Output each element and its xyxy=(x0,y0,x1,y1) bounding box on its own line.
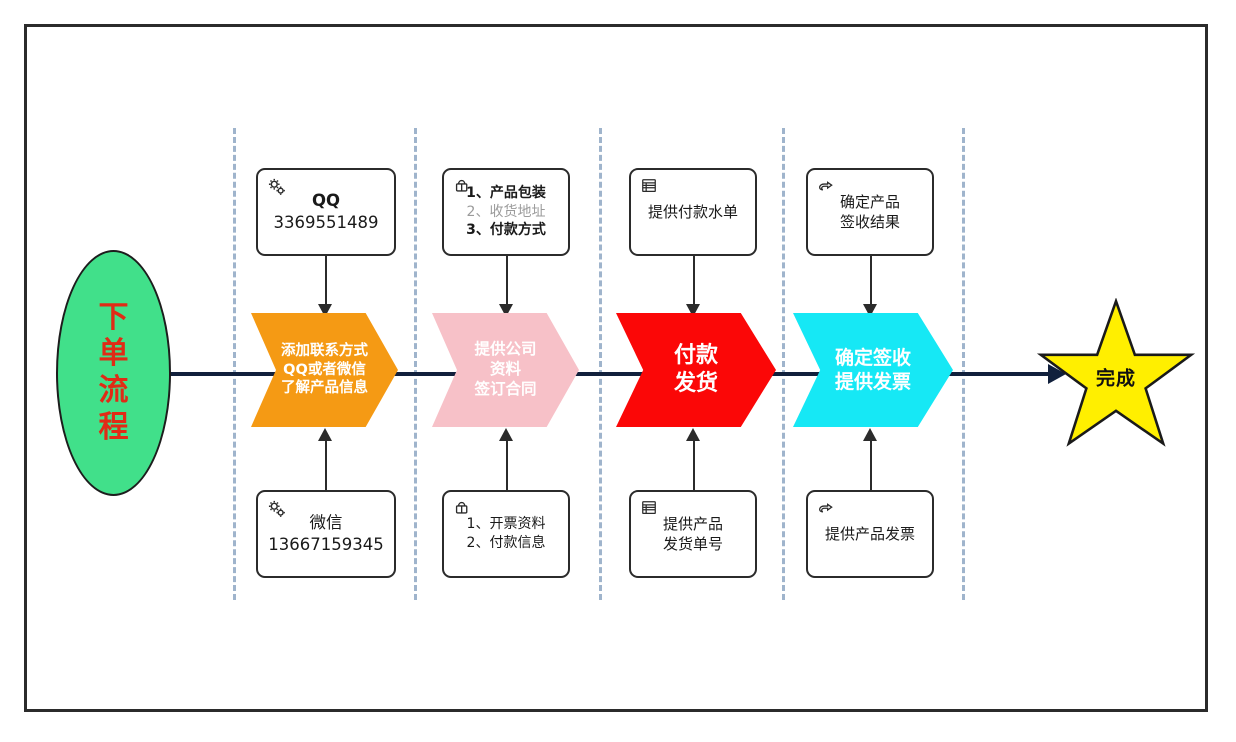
stage-receipt-top-box[interactable]: 确定产品 签收结果 xyxy=(806,168,934,256)
connector-contract-bottom-arrow xyxy=(499,428,513,441)
chevron-line: 付款 xyxy=(673,342,718,368)
chevron-line: 提供发票 xyxy=(834,371,911,393)
connector-contact-bottom-arrow xyxy=(318,428,332,441)
chevron-line: 确定签收 xyxy=(834,346,911,369)
stage-payment-bottom-text: 提供产品 发货单号 xyxy=(631,514,755,555)
text-line: 提供付款水单 xyxy=(647,202,738,221)
stage-receipt-bottom-box[interactable]: 提供产品发票 xyxy=(806,490,934,578)
pointing-hand-icon xyxy=(816,176,838,198)
column-divider-1 xyxy=(233,128,236,600)
connector-contract-top xyxy=(506,256,508,308)
chevron-line: 签订合同 xyxy=(474,379,537,398)
connector-receipt-top xyxy=(870,256,872,308)
connector-payment-bottom xyxy=(693,440,695,490)
chevron-line: QQ或者微信 xyxy=(283,361,366,378)
column-divider-3 xyxy=(599,128,602,600)
text-line: 发货单号 xyxy=(662,535,723,553)
diagram-frame xyxy=(24,24,1208,712)
stage-receipt-top-text: 确定产品 签收结果 xyxy=(808,192,932,233)
star-icon xyxy=(1036,298,1196,447)
stage-payment-top-box[interactable]: 提供付款水单 xyxy=(629,168,757,256)
stage-contract-top-text: 1、产品包装 2、收货地址 3、付款方式 xyxy=(444,184,568,241)
stage-receipt-bottom-text: 提供产品发票 xyxy=(808,524,932,544)
chevron-line: 添加联系方式 xyxy=(281,343,368,360)
chevron-line: 发货 xyxy=(673,371,718,396)
start-label-line-2: 单 xyxy=(98,336,129,372)
text-line: 3369551489 xyxy=(273,213,379,232)
main-flow-line xyxy=(168,372,1058,376)
package-icon xyxy=(452,498,474,520)
stage-contact-top-text: QQ 3369551489 xyxy=(258,190,394,235)
stage-contact-top-box[interactable]: QQ 3369551489 xyxy=(256,168,396,256)
stage-contract-top-box[interactable]: 1、产品包装 2、收货地址 3、付款方式 xyxy=(442,168,570,256)
stage-payment-top-text: 提供付款水单 xyxy=(631,202,755,222)
text-line: 2、付款信息 xyxy=(466,535,546,551)
column-divider-5 xyxy=(962,128,965,600)
text-line: 1、开票资料 xyxy=(466,516,546,533)
start-node-label: 下 单 流 程 xyxy=(99,300,129,446)
connector-payment-bottom-arrow xyxy=(686,428,700,441)
text-line: 提供产品 xyxy=(662,514,723,533)
connector-contract-bottom xyxy=(506,440,508,490)
text-line: 1、产品包装 xyxy=(466,184,546,201)
column-divider-2 xyxy=(414,128,417,600)
package-icon xyxy=(452,176,474,198)
text-line: 3、付款方式 xyxy=(466,222,546,239)
gears-icon xyxy=(266,498,288,520)
connector-contact-top xyxy=(325,256,327,308)
start-label-line-3: 流 xyxy=(98,373,129,408)
chevron-line: 提供公司 xyxy=(474,340,537,359)
stage-contact-bottom-box[interactable]: 微信 13667159345 xyxy=(256,490,396,578)
document-list-icon xyxy=(639,176,661,198)
text-line: 微信 xyxy=(309,512,343,532)
stage-contact-process[interactable]: 添加联系方式 QQ或者微信 了解产品信息 xyxy=(251,313,398,427)
chevron-line: 资料 xyxy=(489,360,521,379)
connector-payment-top xyxy=(693,256,695,308)
stage-payment-bottom-box[interactable]: 提供产品 发货单号 xyxy=(629,490,757,578)
text-line: 签收结果 xyxy=(839,213,900,231)
document-list-icon xyxy=(639,498,661,520)
text-line: 2、收货地址 xyxy=(466,203,546,220)
text-line: 确定产品 xyxy=(839,192,900,211)
stage-contract-bottom-box[interactable]: 1、开票资料 2、付款信息 xyxy=(442,490,570,578)
start-node-order-process[interactable]: 下 单 流 程 xyxy=(56,250,171,496)
connector-receipt-bottom xyxy=(870,440,872,490)
text-line: 提供产品发票 xyxy=(824,524,915,543)
end-node-complete[interactable]: 完成 xyxy=(1036,298,1196,450)
stage-contact-bottom-text: 微信 13667159345 xyxy=(258,512,394,557)
stage-contract-bottom-text: 1、开票资料 2、付款信息 xyxy=(444,515,568,553)
column-divider-4 xyxy=(782,128,785,600)
start-label-line-4: 程 xyxy=(98,409,129,445)
pointing-hand-icon xyxy=(816,498,838,520)
end-node-label: 完成 xyxy=(1095,367,1136,390)
text-line: QQ xyxy=(311,190,341,210)
chevron-line: 了解产品信息 xyxy=(281,380,368,397)
connector-contact-bottom xyxy=(325,440,327,490)
text-line: 13667159345 xyxy=(268,535,384,554)
gears-icon xyxy=(266,176,288,198)
connector-receipt-bottom-arrow xyxy=(863,428,877,441)
start-label-line-1: 下 xyxy=(98,299,129,335)
